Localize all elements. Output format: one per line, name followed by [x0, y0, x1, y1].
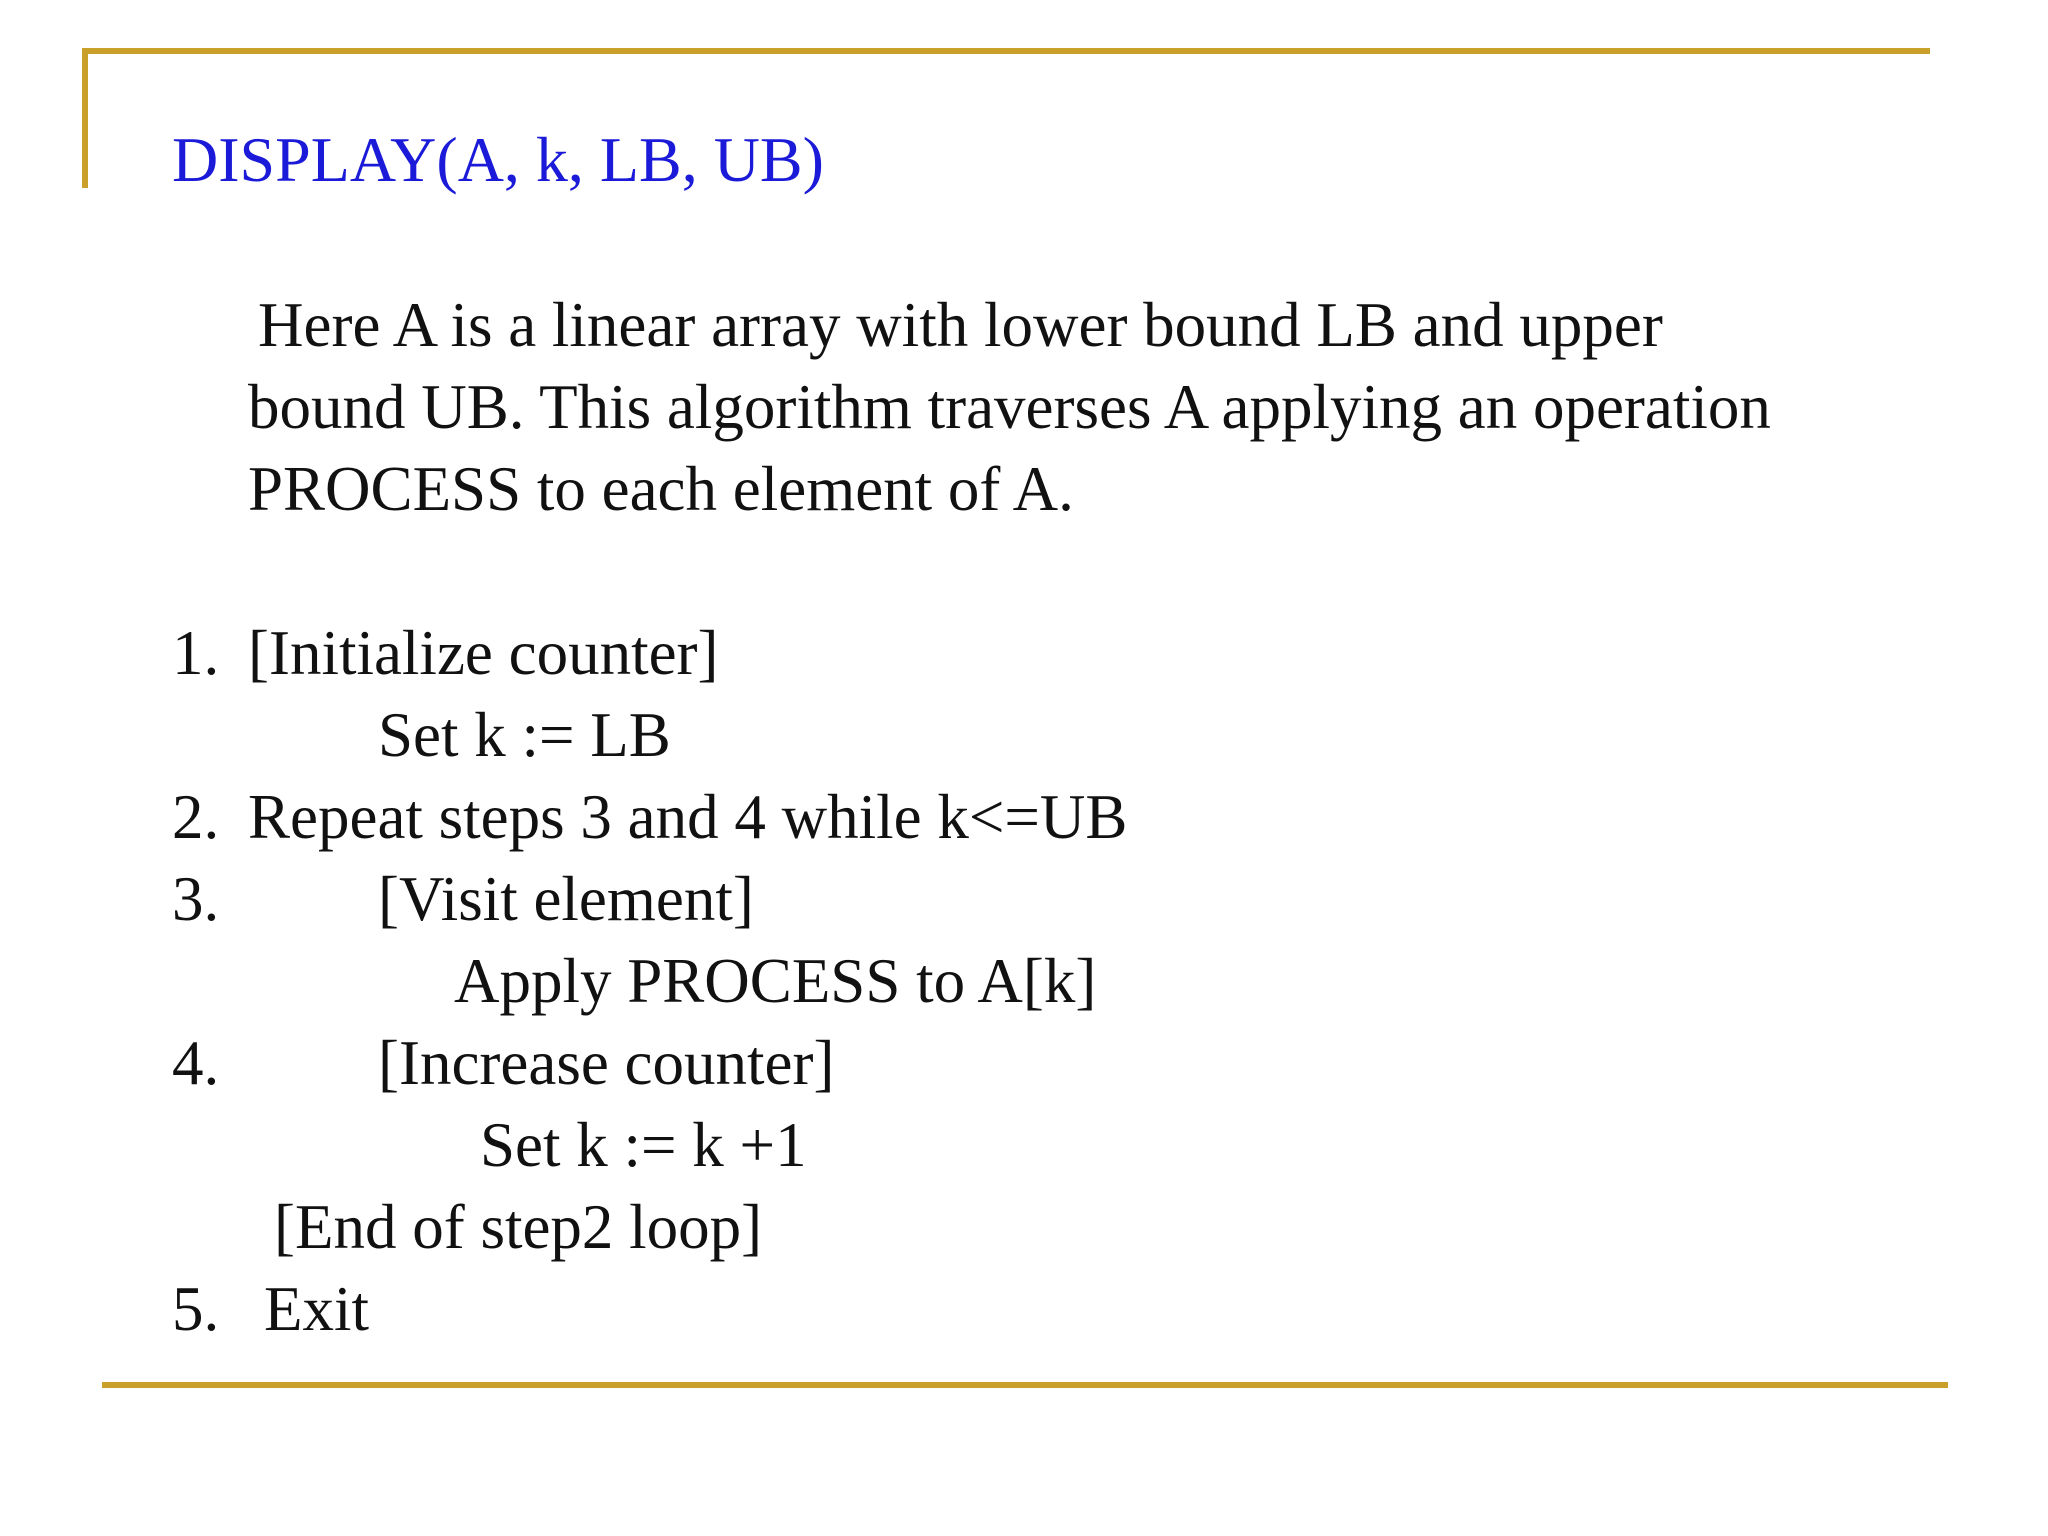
left-rule	[82, 48, 88, 188]
step-text: Set k := k +1	[480, 1110, 807, 1180]
step-text: [End of step2 loop]	[274, 1192, 763, 1262]
step-number: 3.	[172, 864, 220, 934]
step-number: 1.	[172, 618, 220, 688]
step-number: 2.	[172, 782, 220, 852]
top-rule	[82, 48, 1930, 54]
step-text: Set k := LB	[378, 700, 671, 770]
bottom-rule	[102, 1382, 1948, 1388]
step-text: Exit	[264, 1274, 369, 1344]
description-line: Here A is a linear array with lower boun…	[258, 290, 1663, 360]
description-line: PROCESS to each element of A.	[248, 454, 1074, 524]
step-text: [Initialize counter]	[248, 618, 719, 688]
step-text: [Increase counter]	[378, 1028, 835, 1098]
step-text: Apply PROCESS to A[k]	[454, 946, 1097, 1016]
algorithm-description: Here A is a linear array with lower boun…	[248, 284, 1948, 530]
step-number: 4.	[172, 1028, 220, 1098]
description-line: bound UB. This algorithm traverses A app…	[248, 372, 1771, 442]
slide-title: DISPLAY(A, k, LB, UB)	[172, 124, 824, 195]
step-text: [Visit element]	[378, 864, 754, 934]
step-text: Repeat steps 3 and 4 while k<=UB	[248, 782, 1128, 852]
step-number: 5.	[172, 1274, 220, 1344]
